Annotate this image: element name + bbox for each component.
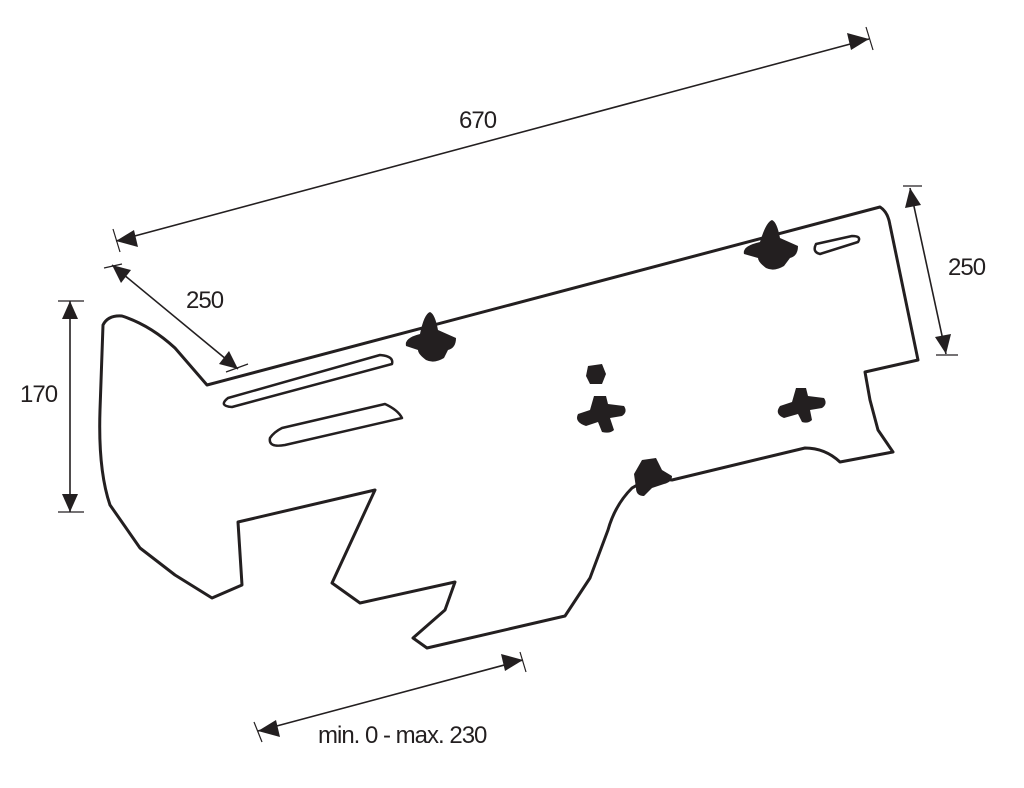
long-adjustment-slot: [222, 353, 394, 409]
dimension-left-height: 170: [20, 300, 84, 513]
adjustment-knob-icon: [586, 364, 606, 384]
dimension-label-left-depth: 250: [186, 287, 224, 314]
dimension-left-depth: 250: [103, 263, 249, 373]
dimension-label-left-height: 170: [20, 381, 58, 408]
dimension-total-length: 670: [112, 26, 874, 253]
lower-adjustment-slot: [268, 402, 404, 447]
dimension-label-right-depth: 250: [948, 254, 986, 281]
adjustment-knob-icon: [743, 220, 798, 270]
adjustment-knob-icon: [634, 458, 672, 496]
bracket-plate-outline: [98, 205, 920, 650]
dimension-label-total-length: 670: [459, 107, 497, 134]
dimension-adjustment-range: min. 0 - max. 230: [253, 651, 527, 749]
adjustment-knob-icon: [405, 312, 456, 362]
adjustment-knob-icon: [577, 396, 626, 433]
adjustment-knob-icon: [777, 388, 826, 423]
dimension-label-adjustment-range: min. 0 - max. 230: [318, 722, 487, 749]
dimension-right-depth: 250: [903, 185, 987, 356]
right-small-slot: [813, 234, 861, 256]
